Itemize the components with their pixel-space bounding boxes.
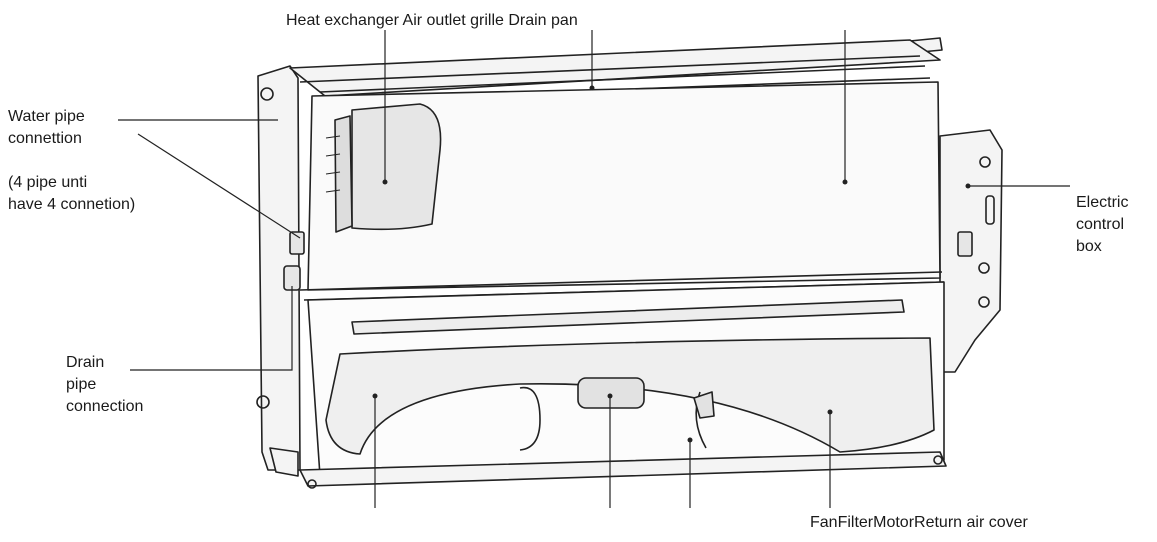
fan-housing-left [519,386,541,451]
label-bottom-components: FanFilterMotorReturn air cover [810,514,1028,531]
leader-dot [589,85,595,91]
label-drain-pipe: Drain pipe connection [66,352,143,418]
bracket-screw [978,296,990,308]
leader-dot [372,393,378,399]
leader-drain-pipe [130,286,293,371]
air-outlet-slot [351,299,905,335]
label-water-note: (4 pipe unti have 4 connetion) [8,172,135,216]
leader-water-diagonal [137,133,301,239]
label-top-components: Heat exchanger Air outlet grille Drain p… [286,12,578,29]
water-pipe-stub [289,231,305,255]
divider-seam [299,271,943,291]
return-air-opening [325,337,935,455]
top-rail-line [319,65,926,93]
bottom-tab [269,447,299,477]
label-line: have 4 connetion) [8,196,136,213]
bracket-screw [978,262,990,274]
heat-exchanger-panel [351,103,442,231]
label-line: box [1076,238,1102,255]
electric-box-stub [957,231,973,257]
label-line: Electric [1076,194,1129,211]
label-electric-box: Electric control box [1076,192,1128,258]
leader-dot [687,437,693,443]
leader-dot [607,393,613,399]
leader-dot [842,179,848,185]
label-line: connection [66,398,144,415]
top-rail-line [299,55,921,83]
upper-casing [307,81,941,291]
leader-dot [382,179,388,185]
coil-fins [334,115,353,233]
bottom-rail [299,451,947,487]
label-line: connettion [8,130,82,147]
bracket-hole [260,87,274,101]
motor-bracket [693,391,715,419]
bracket-hole [979,156,991,168]
leader-dot [827,409,833,415]
label-water-pipe: Water pipe connettion [8,106,85,150]
label-line: control [1076,216,1125,233]
label-line: Drain [66,354,105,371]
label-line: Water pipe [8,108,85,125]
bracket-slot [985,195,995,225]
label-line: (4 pipe unti [8,174,88,191]
label-line: pipe [66,376,97,393]
bottom-screw [307,479,317,489]
motor-body [577,377,645,409]
leader-dot [965,183,971,189]
bottom-screw [933,455,943,465]
bracket-hole [256,395,270,409]
